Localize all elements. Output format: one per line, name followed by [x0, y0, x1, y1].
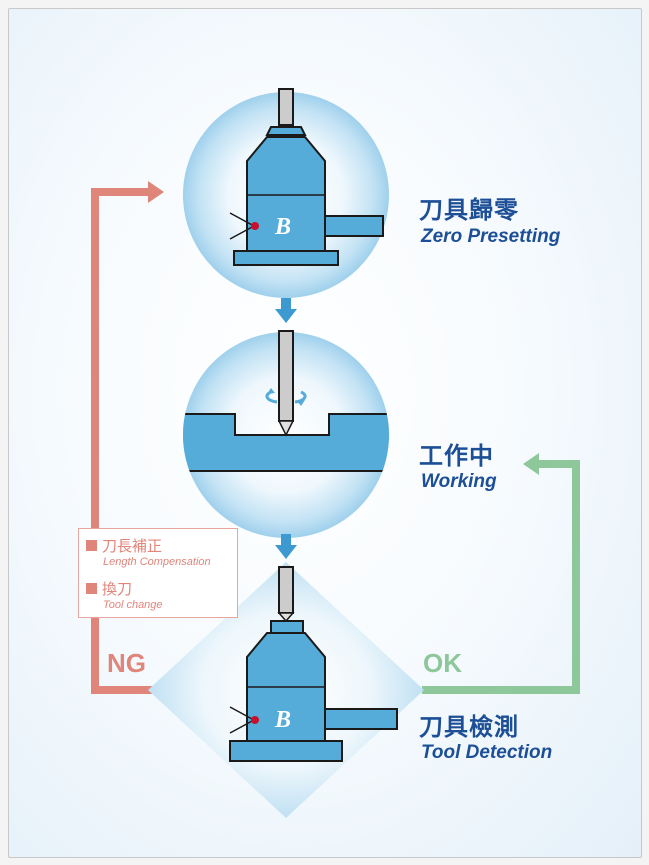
zero-presetting-illustration: B [183, 88, 389, 298]
brand-logo: B [274, 707, 291, 733]
diagram-frame: B B 刀具歸零 Zero Presettin [8, 8, 642, 858]
process-diagram: B B [91, 88, 580, 818]
working-subtitle: Working [421, 471, 497, 492]
ng-loop-arrow [91, 181, 164, 694]
ng-action-en: Length Compensation [103, 556, 211, 568]
ng-action-en: Tool change [103, 599, 163, 611]
ng-actions-box: 刀長補正 Length Compensation 換刀 Tool change [78, 528, 238, 618]
bullet-icon [86, 583, 97, 594]
zero-presetting-subtitle: Zero Presetting [421, 226, 561, 247]
working-illustration [183, 330, 389, 538]
ng-action-item: 換刀 [86, 578, 132, 599]
ng-label: NG [107, 648, 146, 678]
flow-arrow-2 [275, 534, 297, 559]
ng-action-item: 刀長補正 [86, 535, 162, 556]
working-title: 工作中 [419, 442, 494, 470]
bullet-icon [86, 540, 97, 551]
flow-arrow-1 [275, 298, 297, 323]
ok-loop-arrow [422, 453, 580, 694]
tool-detection-title: 刀具檢測 [419, 713, 519, 741]
ng-action-zh: 換刀 [102, 580, 133, 598]
tool-detection-subtitle: Tool Detection [421, 742, 553, 763]
brand-logo: B [274, 214, 291, 240]
tool-detection-illustration: B [148, 562, 424, 818]
ng-action-zh: 刀長補正 [102, 537, 163, 555]
ok-label: OK [423, 648, 462, 678]
zero-presetting-title: 刀具歸零 [419, 196, 519, 224]
